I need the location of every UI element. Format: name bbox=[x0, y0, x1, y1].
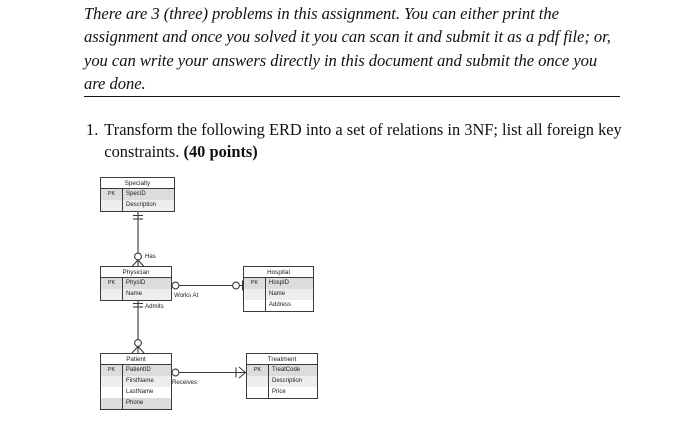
has-optional-circle bbox=[134, 252, 142, 261]
attribute-row: Name bbox=[244, 289, 313, 300]
attribute-row: Description bbox=[101, 200, 174, 211]
entity-specialty-title: Specialty bbox=[101, 178, 174, 189]
attribute-key: PK bbox=[244, 278, 266, 289]
attribute-name: Name bbox=[269, 291, 286, 297]
entity-physician[interactable]: Physician PK PhysID Name bbox=[100, 266, 172, 301]
attribute-name: HospID bbox=[269, 280, 290, 286]
intro-paragraph: There are 3 (three) problems in this ass… bbox=[84, 4, 611, 93]
attribute-key bbox=[101, 398, 123, 409]
admits-optional-circle bbox=[134, 339, 142, 347]
attribute-row: LastName bbox=[101, 387, 171, 398]
attribute-name: Price bbox=[272, 389, 286, 395]
attribute-row: Description bbox=[247, 376, 317, 387]
entity-specialty[interactable]: Specialty PK SpecID Description bbox=[100, 177, 175, 212]
entity-patient[interactable]: Patient PK PatientID FirstName LastName … bbox=[100, 353, 172, 410]
receives-crow2-top bbox=[238, 366, 246, 373]
relationship-label-works-at: Works At bbox=[174, 292, 199, 299]
entity-treatment[interactable]: Treatment PK TreatCode Description Price bbox=[246, 353, 318, 399]
attribute-row: PK TreatCode bbox=[247, 365, 317, 376]
attribute-key: PK bbox=[247, 365, 269, 376]
attribute-name: SpecID bbox=[126, 191, 146, 197]
attribute-name: FirstName bbox=[126, 378, 154, 384]
attribute-row: PK SpecID bbox=[101, 189, 174, 200]
attribute-name: PatientID bbox=[126, 367, 151, 373]
attribute-name: Description bbox=[272, 378, 303, 384]
attribute-row: Price bbox=[247, 387, 317, 398]
entity-physician-title: Physician bbox=[101, 267, 171, 278]
attribute-name: Phone bbox=[126, 400, 144, 406]
worksat-optional-circle-left bbox=[171, 281, 180, 290]
attribute-key bbox=[101, 289, 123, 300]
attribute-name: Address bbox=[269, 302, 292, 308]
relationship-label-receives: Receives bbox=[172, 379, 198, 386]
relationship-label-has: Has bbox=[145, 253, 156, 260]
entity-hospital-title: Hospital bbox=[244, 267, 313, 278]
attribute-row: Phone bbox=[101, 398, 171, 409]
relationship-label-admits: Admits bbox=[145, 303, 164, 310]
attribute-row: PK PhysID bbox=[101, 278, 171, 289]
attribute-key bbox=[247, 376, 269, 387]
question-1: 1. Transform the following ERD into a se… bbox=[86, 119, 626, 163]
attribute-name: TreatCode bbox=[272, 367, 301, 373]
attribute-row: Name bbox=[101, 289, 171, 300]
attribute-key bbox=[101, 387, 123, 398]
attribute-name: LastName bbox=[126, 389, 154, 395]
attribute-name: PhysID bbox=[126, 280, 146, 286]
question-body: Transform the following ERD into a set o… bbox=[104, 120, 622, 161]
attribute-key bbox=[101, 376, 123, 387]
receives-crow2-bot bbox=[238, 372, 246, 379]
attribute-name: Name bbox=[126, 291, 143, 297]
worksat-optional-circle-right bbox=[232, 281, 240, 290]
intro-block: There are 3 (three) problems in this ass… bbox=[84, 2, 620, 98]
attribute-key: PK bbox=[101, 189, 123, 200]
receives-optional-circle bbox=[171, 368, 180, 377]
attribute-key: PK bbox=[101, 365, 123, 376]
attribute-row: Address bbox=[244, 300, 313, 311]
entity-patient-title: Patient bbox=[101, 354, 171, 365]
horizontal-rule bbox=[84, 96, 620, 98]
attribute-key bbox=[247, 387, 269, 398]
attribute-key bbox=[244, 289, 266, 300]
attribute-key: PK bbox=[101, 278, 123, 289]
entity-treatment-title: Treatment bbox=[247, 354, 317, 365]
attribute-row: PK HospID bbox=[244, 278, 313, 289]
attribute-row: FirstName bbox=[101, 376, 171, 387]
question-points: (40 points) bbox=[183, 142, 258, 161]
attribute-name: Description bbox=[126, 202, 157, 208]
question-number: 1. bbox=[86, 120, 99, 139]
attribute-key bbox=[244, 300, 266, 311]
attribute-key bbox=[101, 200, 123, 211]
attribute-row: PK PatientID bbox=[101, 365, 171, 376]
entity-hospital[interactable]: Hospital PK HospID Name Address bbox=[243, 266, 314, 312]
question-text: Transform the following ERD into a set o… bbox=[104, 119, 626, 163]
